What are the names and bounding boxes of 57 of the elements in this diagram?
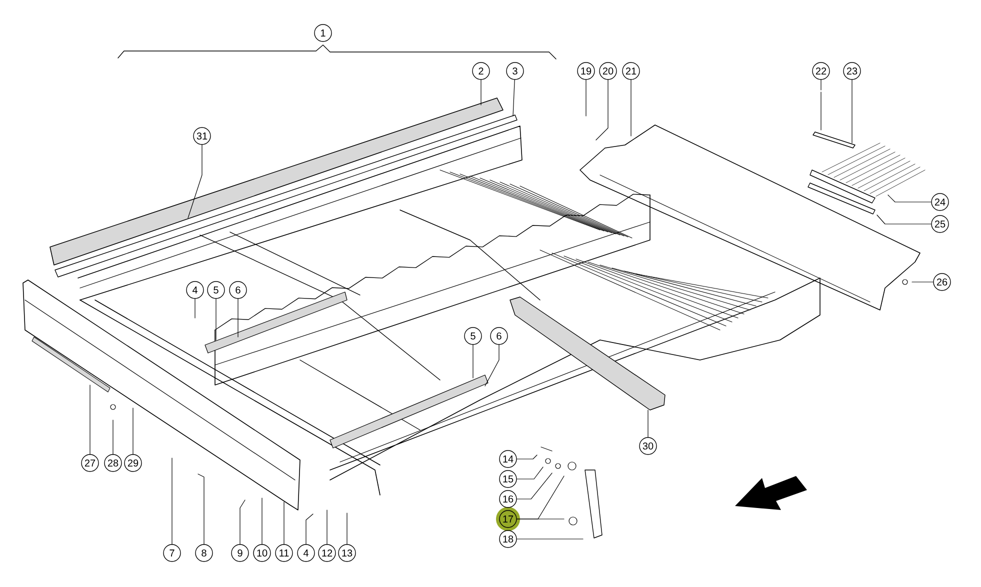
callout-number: 19 (577, 62, 595, 80)
callout-number: 2 (472, 62, 490, 80)
leader-line (484, 344, 500, 386)
leader-line (188, 144, 202, 218)
callout-number: 4 (297, 544, 315, 562)
callout-number: 11 (275, 544, 293, 562)
leader-line (516, 518, 564, 520)
callout-number: 14 (499, 450, 517, 468)
leader-line (132, 408, 134, 454)
callout-number: 30 (639, 437, 657, 455)
callout-number: 3 (506, 62, 524, 80)
callout-number: 10 (253, 544, 271, 562)
callout-number: 8 (195, 544, 213, 562)
callout-number: 26 (933, 273, 951, 291)
leader-line (240, 500, 246, 544)
callout-number: 15 (499, 470, 517, 488)
leader-line (596, 80, 608, 140)
callout-number: 5 (464, 327, 482, 345)
callout-number: 12 (318, 544, 336, 562)
callout-number: 5 (207, 281, 225, 299)
callout-number: 7 (163, 544, 181, 562)
leader-line (306, 514, 314, 544)
callout-number: 13 (338, 544, 356, 562)
leader-line (630, 80, 632, 136)
leader-line (472, 344, 474, 378)
leader-line (516, 472, 552, 500)
callout-number: 16 (499, 490, 517, 508)
callout-number: 20 (599, 62, 617, 80)
callout-number: 27 (81, 454, 99, 472)
leader-line (194, 298, 196, 318)
callout-number: 6 (490, 327, 508, 345)
leader-line (326, 510, 328, 544)
leader-line (512, 80, 515, 116)
leader-line (346, 512, 348, 544)
callout-number: 28 (104, 454, 122, 472)
callout-number: 21 (622, 62, 640, 80)
leader-line (876, 214, 932, 224)
leader-line (112, 420, 114, 454)
callout-number: 6 (229, 281, 247, 299)
callout-number: 4 (186, 281, 204, 299)
callout-number: 17 (499, 510, 517, 528)
leader-line (516, 454, 538, 460)
callout-number: 9 (231, 544, 249, 562)
callout-number: 1 (314, 24, 332, 42)
callout-number: 24 (931, 193, 949, 211)
callout-number: 18 (499, 530, 517, 548)
callout-number: 29 (124, 454, 142, 472)
leader-line (198, 474, 204, 544)
leader-line (820, 80, 822, 90)
callout-number: 22 (812, 62, 830, 80)
callout-number: 25 (931, 215, 949, 233)
leader-line (516, 466, 544, 480)
leader-line (480, 80, 482, 106)
callout-number: 23 (843, 62, 861, 80)
leader-line (516, 538, 584, 540)
callout-number: 31 (193, 127, 211, 145)
leader-line (888, 194, 932, 202)
